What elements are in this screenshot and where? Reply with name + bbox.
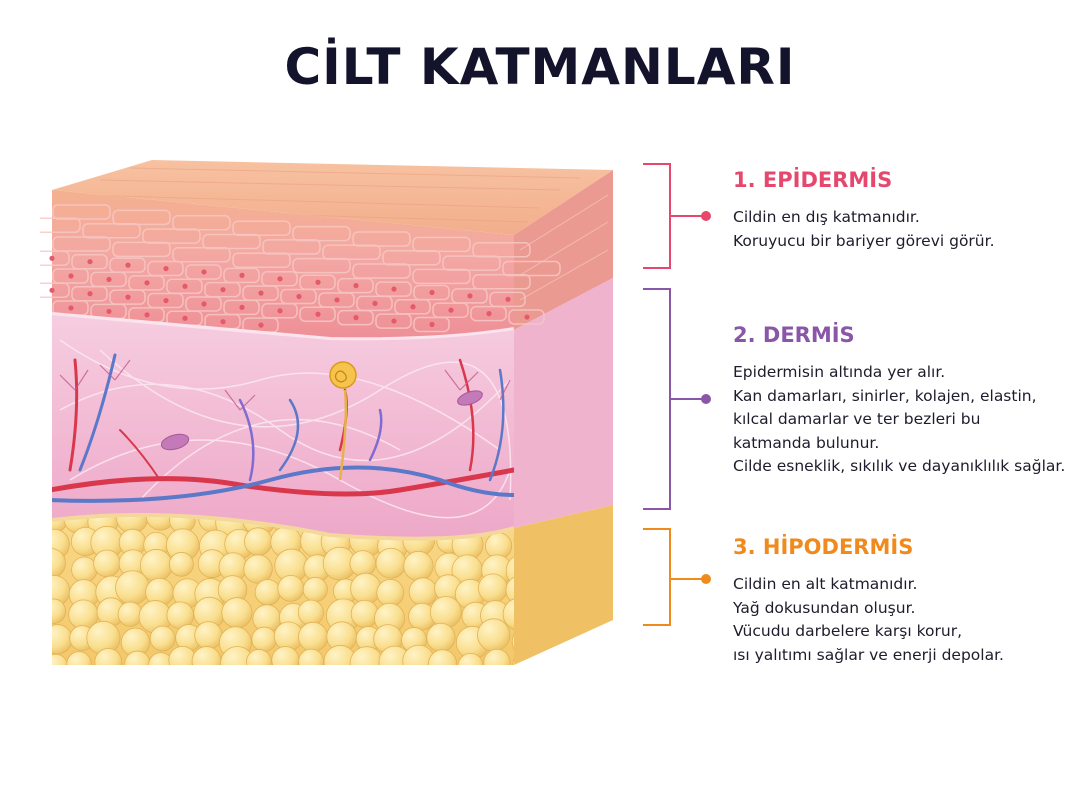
dermis-line: katmanda bulunur. (733, 433, 880, 452)
hipodermis-marker-dot (701, 574, 711, 584)
epidermis-marker-dot (701, 211, 711, 221)
page-title: CİLT KATMANLARI (284, 38, 796, 96)
epidermis-title: 1. EPİDERMİS (733, 168, 893, 192)
dermis-marker-dot (701, 394, 711, 404)
hipodermis-line: Cildin en alt katmanıdır. (733, 575, 918, 593)
epidermis-section: 1. EPİDERMİS Cildin en dış katmanıdır. K… (733, 168, 1078, 253)
hipodermis-line: Vücudu darbelere karşı korur, (733, 622, 963, 640)
hipodermis-bracket (643, 528, 711, 626)
epidermis-line: Koruyucu bir bariyer görevi görür. (733, 231, 995, 250)
epidermis-line: Cildin en dış katmanıdır. (733, 208, 920, 226)
hipodermis-section: 3. HİPODERMİS Cildin en alt katmanıdır. … (733, 535, 1078, 667)
dermis-line: kılcal damarlar ve ter bezleri bu (733, 410, 981, 428)
dermis-line: Epidermisin altında yer alır. (733, 363, 946, 381)
epidermis-bracket (643, 163, 711, 269)
dermis-bracket (643, 288, 711, 510)
dermis-title: 2. DERMİS (733, 323, 855, 347)
dermis-line: Kan damarları, sinirler, kolajen, elasti… (733, 386, 1037, 405)
dermis-line: Cilde esneklik, sıkılık ve dayanıklılık … (733, 457, 1066, 475)
dermis-section: 2. DERMİS Epidermisin altında yer alır. … (733, 323, 1078, 479)
hipodermis-line: ısı yalıtımı sağlar ve enerji depolar. (733, 645, 1004, 664)
skin-layers-illustration (40, 160, 613, 665)
hipodermis-line: Yağ dokusundan oluşur. (733, 598, 916, 617)
hipodermis-title: 3. HİPODERMİS (733, 535, 914, 559)
